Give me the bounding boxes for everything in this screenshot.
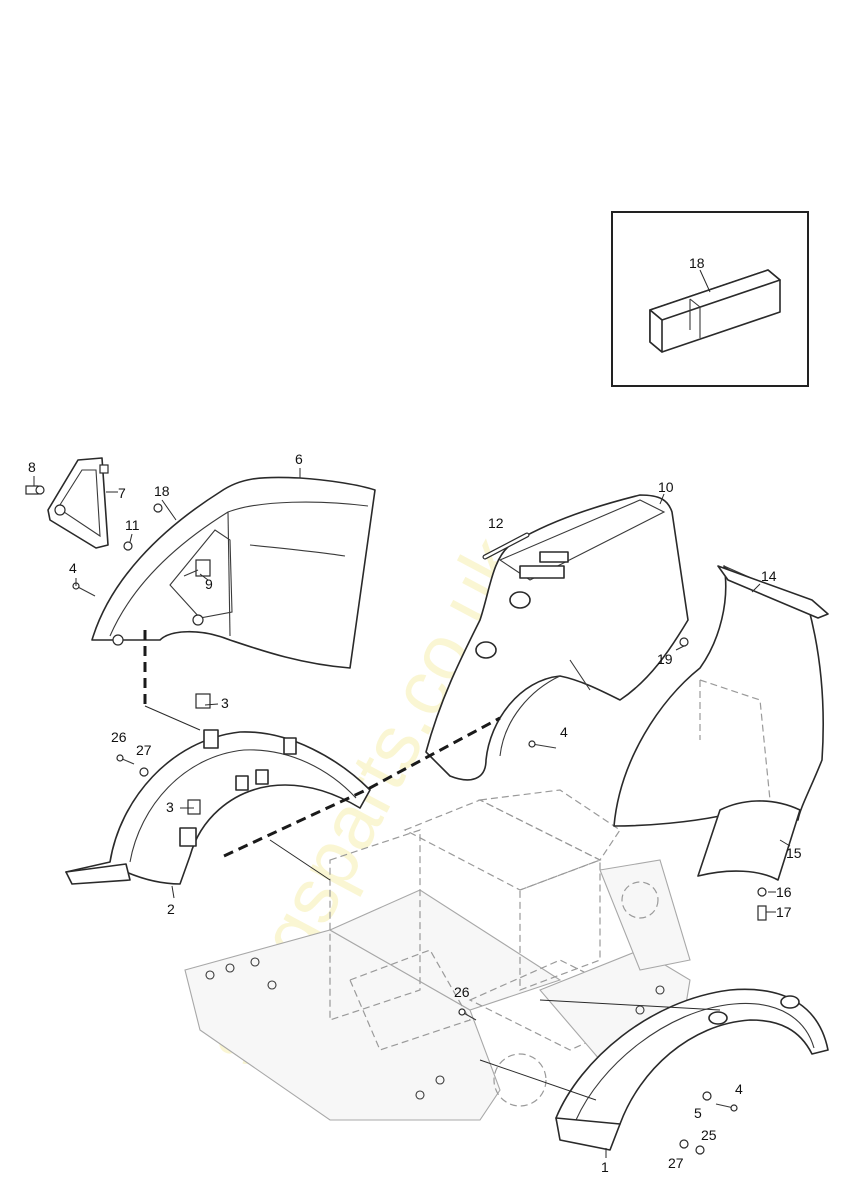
callout-18: 18	[154, 483, 170, 499]
part-12-rod	[482, 532, 530, 560]
callout-18-inset: 18	[689, 255, 705, 271]
part-14-right-panel	[613, 565, 829, 827]
callout-15: 15	[786, 845, 802, 861]
callout-11: 11	[125, 517, 140, 533]
hardware-part-27-right-washer	[679, 1139, 689, 1149]
callout-5: 5	[694, 1105, 702, 1121]
callout-1: 1	[601, 1159, 609, 1175]
hardware-part-4-console-screw	[528, 740, 557, 749]
callout-4-right: 4	[735, 1081, 743, 1097]
callout-19: 19	[657, 651, 673, 667]
callout-2: 2	[167, 901, 175, 917]
hardware-part-18	[153, 503, 163, 513]
callout-27-left: 27	[136, 742, 152, 758]
callout-14: 14	[761, 568, 777, 584]
callout-8: 8	[28, 459, 36, 475]
hardware-part-19-washer	[679, 637, 689, 647]
callout-26-left: 26	[111, 729, 127, 745]
inset-box: 18	[611, 211, 809, 387]
hardware-part-9-clip	[183, 559, 211, 577]
hardware-part-11	[123, 541, 133, 551]
callout-26-right: 26	[454, 984, 470, 1000]
callout-4-console: 4	[560, 724, 568, 740]
inset-part-18-block	[649, 269, 781, 353]
callout-4-left: 4	[69, 560, 77, 576]
callout-27-right: 27	[668, 1155, 684, 1171]
hardware-part-5-washer	[702, 1091, 712, 1101]
hardware-part-16-washer	[757, 887, 767, 897]
part-7-bracket	[47, 457, 109, 549]
callout-10: 10	[658, 479, 674, 495]
callout-17: 17	[776, 904, 792, 920]
callout-9: 9	[205, 576, 213, 592]
hardware-part-3-upper	[195, 693, 211, 709]
hardware-part-26-screw	[116, 754, 135, 765]
part-2-left-mudguard	[65, 729, 371, 885]
part-15-mud-flap	[697, 800, 801, 881]
hardware-part-25-nut	[695, 1145, 705, 1155]
callout-6: 6	[295, 451, 303, 467]
part-1-right-mudguard	[555, 988, 829, 1151]
callout-16: 16	[776, 884, 792, 900]
hardware-part-4-right-screw	[715, 1103, 738, 1112]
hardware-part-17-bolt	[757, 905, 767, 921]
assembly-alignment-lines	[143, 630, 721, 1101]
hardware-part-27-washer	[139, 767, 149, 777]
callout-labels: 6 7 8 18 11 4 9 3 26 27 3 2 12 10 4 14 1…	[28, 451, 802, 1175]
callout-3-upper: 3	[221, 695, 229, 711]
hardware-part-26-right-screw	[458, 1008, 477, 1021]
callout-25: 25	[701, 1127, 717, 1143]
hardware-part-8	[25, 485, 45, 495]
hardware-part-3-lower	[187, 799, 201, 815]
part-6-upper-panel	[91, 476, 376, 669]
callout-leaders	[33, 468, 791, 1158]
callout-7: 7	[118, 485, 126, 501]
callout-3-lower: 3	[166, 799, 174, 815]
part-10-centre-console	[425, 494, 689, 781]
callout-12: 12	[488, 515, 504, 531]
